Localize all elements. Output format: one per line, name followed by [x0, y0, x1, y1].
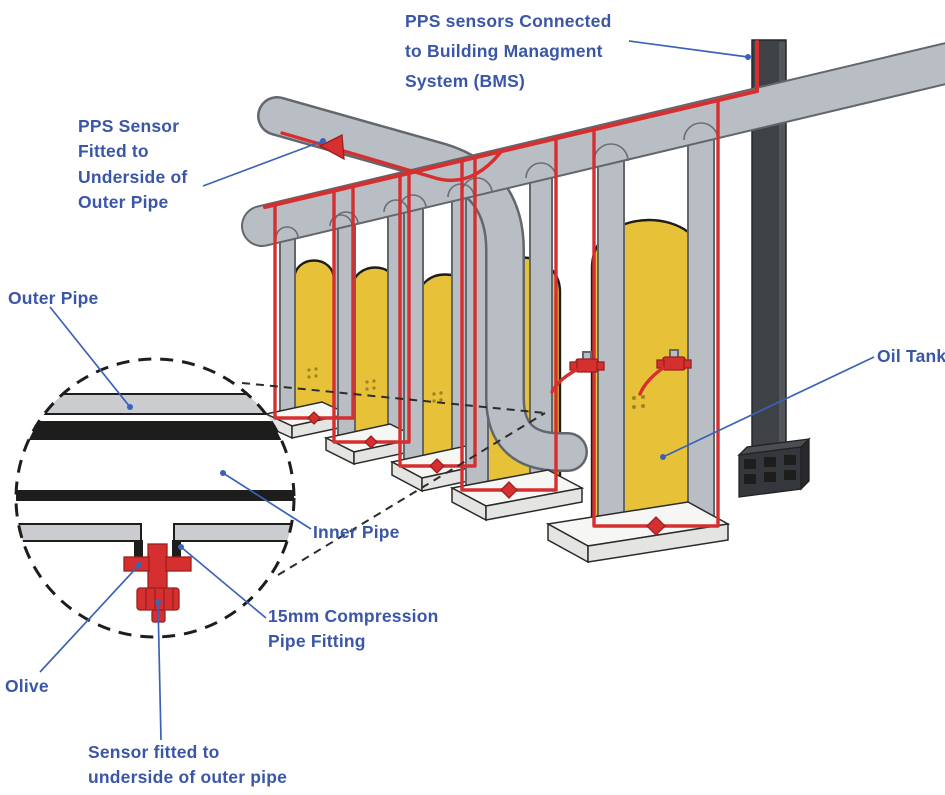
- pps-sensor-label: PPS Sensor Fitted to Underside of Outer …: [78, 114, 187, 216]
- base-sensor: [429, 458, 445, 474]
- bms-label-line: to Building Managment: [405, 41, 603, 62]
- outer-pipe-leader: [49, 306, 131, 408]
- tank-rivets: [365, 379, 376, 391]
- drop-pipe: [387, 202, 406, 445]
- leader-lines: [39, 40, 875, 741]
- junction-box: [737, 437, 811, 498]
- drop-pipe: [279, 227, 296, 419]
- tank-pallet: [545, 501, 731, 564]
- outer-pipe-bottom-wall: [173, 523, 294, 542]
- base-sensor: [364, 435, 378, 449]
- bms-label-line: PPS sensors Connected: [405, 11, 612, 31]
- base-sensor: [500, 481, 518, 499]
- pps-sensor-arrow: [318, 133, 345, 161]
- tank-rivets: [307, 367, 318, 379]
- inner-pipe-label: Inner Pipe: [313, 522, 400, 542]
- header-wire: [263, 89, 759, 209]
- detail-view-circle: [14, 357, 296, 639]
- inner-pipe-bottom-wall: [16, 490, 294, 501]
- pps-sensor-label-line: Fitted to: [78, 141, 149, 162]
- inner-pipe-top-wall: [16, 421, 294, 440]
- fitting-body: [147, 543, 168, 591]
- drop-pipe: [597, 151, 625, 531]
- pps-sensor-leader: [202, 140, 324, 187]
- pps-sensor-label-line: Underside of: [78, 166, 188, 187]
- base-sensor: [307, 411, 321, 425]
- outer-pipe-bottom-wall: [16, 523, 142, 542]
- sensor-wiring: [263, 40, 759, 536]
- tank-unit: [263, 215, 351, 440]
- drop-pipe: [403, 198, 424, 469]
- olive-leader: [39, 564, 140, 673]
- oil-tank-label: Oil Tank: [877, 346, 945, 366]
- drop-pipe: [687, 130, 715, 531]
- outer-pipe-label: Outer Pipe: [8, 288, 99, 308]
- bms-leader: [628, 40, 749, 58]
- bms-label-line: System (BMS): [405, 71, 526, 92]
- pps-sensor-label-line: PPS Sensor: [78, 116, 180, 136]
- fitting-wing: [165, 556, 192, 572]
- tank-valve-fitting: [638, 349, 692, 396]
- tank-pallet: [449, 469, 585, 522]
- sensor-underside-label: Sensor fitted to underside of outer pipe: [88, 742, 288, 788]
- compression-fitting-label: 15mm Compression Pipe Fitting: [268, 606, 439, 652]
- bms-label: PPS sensors Connected to Building Managm…: [405, 6, 611, 96]
- inner-pipe-leader: [222, 472, 312, 530]
- fitting-leader: [180, 546, 267, 619]
- oil-tank: [292, 259, 336, 418]
- outer-pipe-top-wall: [16, 393, 294, 415]
- sensor-leader: [157, 601, 162, 741]
- pps-sensor-label-line: Outer Pipe: [78, 192, 169, 213]
- tank-valve-fitting: [550, 351, 605, 394]
- olive-label: Olive: [5, 676, 49, 696]
- junction-box-vents: [744, 455, 796, 484]
- feed-pipe-wire: [280, 131, 502, 182]
- detail-callout-lines: [241, 382, 546, 576]
- base-sensor: [646, 516, 666, 536]
- tank-rivets: [632, 395, 645, 409]
- tank-rivets: [432, 391, 443, 403]
- oil-tank-leader: [662, 356, 875, 458]
